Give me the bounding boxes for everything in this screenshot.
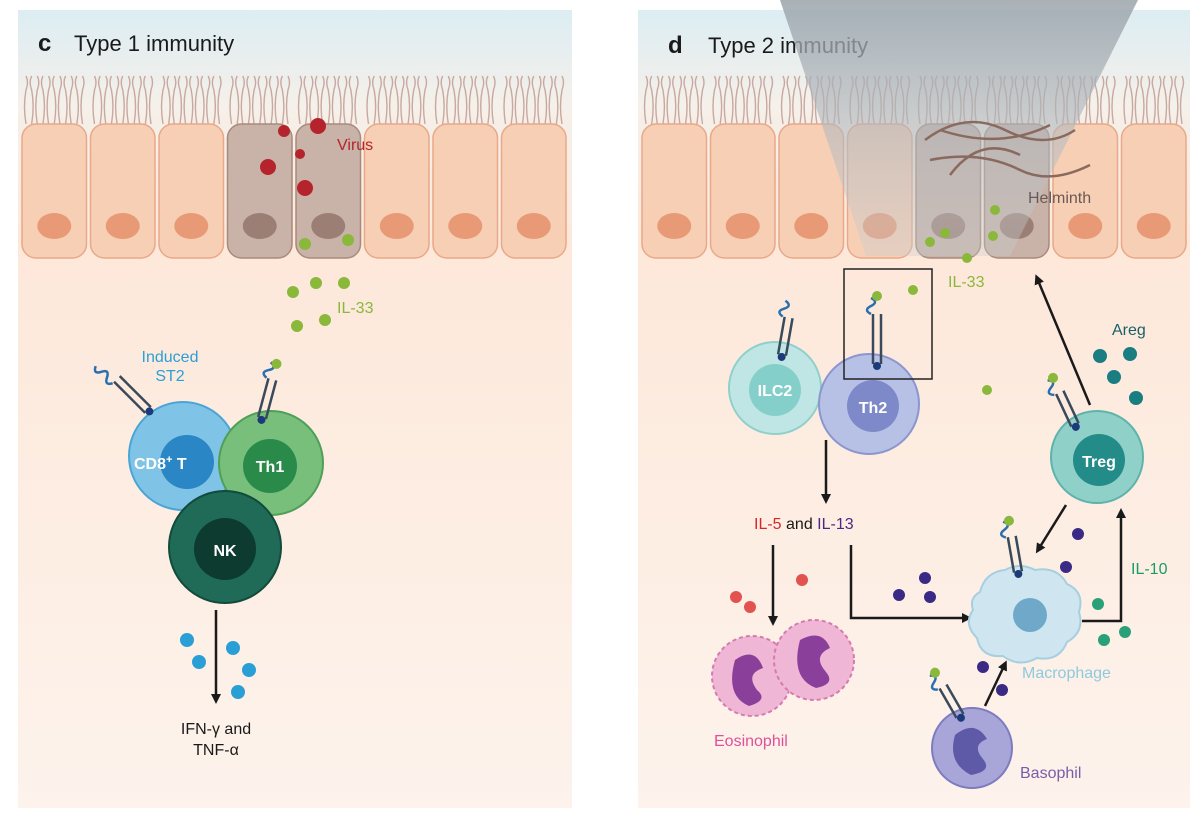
st2-receptor-treg — [1047, 372, 1080, 431]
st2-receptor-macrophage — [999, 515, 1024, 578]
th2-label: Th2 — [859, 400, 888, 417]
basophil-to-macrophage-arrow — [983, 660, 1007, 707]
nucleus — [725, 213, 760, 239]
treg-to-macrophage-arrow — [1035, 504, 1068, 554]
nk-label: NK — [213, 543, 237, 560]
il5-label: IL-5 — [754, 516, 782, 533]
areg-dots — [1093, 347, 1143, 405]
st2-receptor-th1 — [256, 358, 282, 424]
panel-d-letter: d — [668, 32, 683, 59]
panel-d: d Type 2 immunity Helminth IL-33 Areg — [638, 0, 1190, 808]
cd8-label: CD8 — [134, 456, 166, 473]
il13-label: IL-13 — [817, 516, 854, 533]
induced-st2-label-line2: ST2 — [155, 368, 184, 385]
panel-c-letter: c — [38, 30, 51, 57]
il10-to-treg-arrow — [1082, 508, 1126, 623]
th2-cell: Th2 — [818, 353, 920, 455]
cd8-suffix: T — [172, 456, 186, 473]
st2-receptor-cd8 — [93, 365, 154, 416]
panel-c: c Type 1 immunity Virus IL-33 Induced ST… — [18, 10, 572, 808]
il13-to-macrophage-arrow — [849, 545, 972, 623]
il5-il13-label: IL-5 and IL-13 — [754, 516, 854, 533]
st2-receptor-basophil — [929, 667, 965, 722]
nucleus — [516, 213, 551, 239]
il10-dots — [1092, 598, 1131, 646]
nucleus — [105, 213, 140, 239]
nucleus — [242, 213, 277, 239]
treg-cell: Treg — [1050, 410, 1144, 504]
nucleus — [311, 213, 346, 239]
zoom-beam — [780, 0, 1138, 256]
output-label-line2: TNF-α — [193, 742, 239, 759]
svg-text:CD8+ T: CD8+ T — [134, 454, 187, 473]
il33-label: IL-33 — [337, 300, 374, 317]
cd8-superscript: + — [166, 454, 172, 466]
nucleus — [794, 213, 829, 239]
il10-label: IL-10 — [1131, 561, 1168, 578]
nucleus — [37, 213, 72, 239]
helminth-icon — [924, 120, 1091, 178]
il5-dots — [730, 574, 808, 613]
virus-icon — [295, 149, 305, 159]
zoom-box — [843, 268, 933, 380]
macrophage-cell — [967, 565, 1082, 664]
output-label-line1: IFN-γ and — [181, 721, 251, 738]
helminth-label: Helminth — [1028, 190, 1091, 207]
ifn-tnf-dots — [180, 633, 256, 699]
th1-label: Th1 — [256, 459, 285, 476]
nk-cell: NK — [168, 490, 282, 604]
ilc2-cell: ILC2 — [728, 341, 822, 435]
il13-dots — [893, 528, 1084, 696]
st2-receptor-th2 — [865, 291, 883, 370]
eosinophil-label: Eosinophil — [714, 733, 788, 750]
nucleus — [1136, 213, 1171, 239]
virus-icon — [297, 180, 313, 196]
epithelium — [21, 123, 567, 259]
ilc2-label: ILC2 — [758, 383, 793, 400]
cilia — [23, 75, 565, 125]
eosinophil-cells — [711, 619, 855, 717]
virus-label: Virus — [337, 137, 373, 154]
virus-icon — [278, 125, 290, 137]
induced-st2-label-line1: Induced — [142, 349, 199, 366]
th1-cell: Th1 — [218, 410, 324, 516]
nucleus — [174, 213, 209, 239]
virus-particles — [260, 118, 326, 196]
areg-label: Areg — [1112, 322, 1146, 339]
basophil-label: Basophil — [1020, 765, 1081, 782]
and-label: and — [782, 516, 818, 533]
virus-icon — [310, 118, 326, 134]
basophil-cell — [931, 707, 1013, 789]
cd8-t-cell: CD8+ T — [128, 401, 238, 511]
treg-label: Treg — [1082, 454, 1116, 471]
treg-to-epithelium-arrow — [1034, 274, 1092, 406]
il33-label: IL-33 — [948, 274, 985, 291]
il33-dots — [908, 205, 1000, 395]
panel-c-title: Type 1 immunity — [74, 31, 234, 56]
nucleus — [657, 213, 692, 239]
virus-icon — [260, 159, 276, 175]
il33-dots — [287, 234, 354, 332]
macrophage-label: Macrophage — [1022, 665, 1111, 682]
nucleus — [448, 213, 483, 239]
nucleus — [379, 213, 414, 239]
st2-receptor-ilc2 — [776, 299, 794, 361]
nucleus — [1068, 213, 1103, 239]
